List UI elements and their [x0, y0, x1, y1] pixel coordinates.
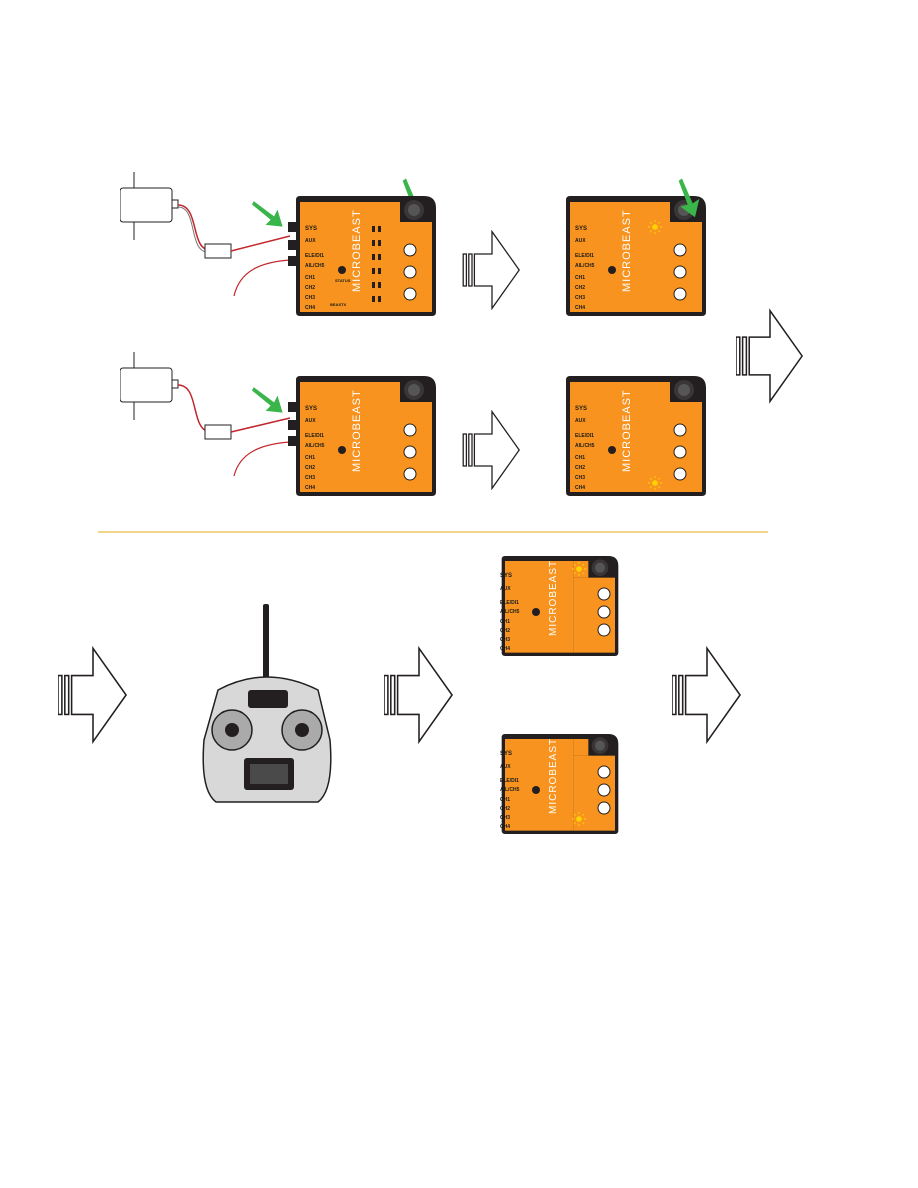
- svg-text:AUX: AUX: [575, 238, 586, 244]
- svg-text:CH1: CH1: [575, 455, 585, 461]
- svg-text:CH4: CH4: [305, 485, 315, 491]
- svg-text:AIL/CH5: AIL/CH5: [305, 263, 325, 269]
- svg-text:MICROBEAST: MICROBEAST: [548, 560, 559, 636]
- svg-text:AUX: AUX: [500, 764, 511, 770]
- svg-text:AUX: AUX: [305, 418, 316, 424]
- svg-text:CH4: CH4: [575, 485, 585, 491]
- svg-text:CH1: CH1: [305, 275, 315, 281]
- svg-text:AIL/CH5: AIL/CH5: [575, 443, 595, 449]
- pointer-top-connector: [252, 201, 283, 227]
- svg-text:CH3: CH3: [575, 475, 585, 481]
- pointer-middle-connector: [252, 387, 283, 413]
- microbeast-board-4: SYS AUX ELE/DI1 AIL/CH5 CH1 CH2 CH3 CH4 …: [566, 376, 706, 496]
- svg-text:CH4: CH4: [500, 824, 510, 830]
- svg-text:MICROBEAST: MICROBEAST: [351, 389, 363, 472]
- svg-text:SYS: SYS: [575, 406, 587, 412]
- svg-text:MICROBEAST: MICROBEAST: [548, 738, 559, 814]
- svg-text:CH3: CH3: [575, 295, 585, 301]
- svg-text:CH2: CH2: [500, 806, 510, 812]
- svg-text:STATUS: STATUS: [335, 278, 351, 283]
- svg-text:SYS: SYS: [500, 573, 512, 579]
- svg-text:ELE/DI1: ELE/DI1: [575, 253, 594, 259]
- svg-text:ELE/DI1: ELE/DI1: [305, 253, 324, 259]
- receiver-top: [120, 172, 291, 297]
- svg-text:CH1: CH1: [575, 275, 585, 281]
- svg-text:SYS: SYS: [500, 751, 512, 757]
- svg-text:CH1: CH1: [500, 619, 510, 625]
- svg-text:CH3: CH3: [500, 637, 510, 643]
- svg-text:MICROBEAST: MICROBEAST: [621, 209, 633, 292]
- right-arrow-icon-3: [58, 647, 128, 743]
- svg-text:BEASTX: BEASTX: [330, 302, 347, 307]
- svg-text:AIL/CH5: AIL/CH5: [305, 443, 325, 449]
- svg-text:SYS: SYS: [575, 226, 587, 232]
- svg-text:CH2: CH2: [575, 465, 585, 471]
- svg-text:CH1: CH1: [305, 455, 315, 461]
- svg-text:AIL/CH5: AIL/CH5: [500, 787, 520, 793]
- microbeast-board-6: SYS AUX ELE/DI1 AIL/CH5 CH1 CH2 CH3 CH4 …: [500, 734, 619, 834]
- svg-text:SYS: SYS: [305, 226, 317, 232]
- svg-text:CH3: CH3: [500, 815, 510, 821]
- svg-text:AUX: AUX: [500, 586, 511, 592]
- svg-text:CH3: CH3: [305, 295, 315, 301]
- right-arrow-icon-4: [384, 647, 454, 743]
- svg-text:MICROBEAST: MICROBEAST: [351, 209, 363, 292]
- right-arrow-icon: [462, 230, 520, 310]
- svg-text:MICROBEAST: MICROBEAST: [621, 389, 633, 472]
- svg-text:ELE/DI1: ELE/DI1: [500, 778, 519, 784]
- svg-text:CH1: CH1: [500, 797, 510, 803]
- svg-text:ELE/DI1: ELE/DI1: [575, 433, 594, 439]
- rc-transmitter-icon: [202, 604, 332, 803]
- svg-text:ELE/DI1: ELE/DI1: [500, 600, 519, 606]
- svg-text:CH3: CH3: [305, 475, 315, 481]
- svg-text:SYS: SYS: [305, 406, 317, 412]
- microbeast-board-3: SYS AUX ELE/DI1 AIL/CH5 CH1 CH2 CH3 CH4 …: [288, 376, 436, 496]
- receiver-middle: [120, 352, 291, 477]
- svg-text:CH2: CH2: [575, 285, 585, 291]
- svg-text:CH2: CH2: [305, 285, 315, 291]
- microbeast-board-2: SYS AUX ELE/DI1 AIL/CH5 CH1 CH2 CH3 CH4 …: [566, 196, 706, 316]
- svg-text:CH2: CH2: [305, 465, 315, 471]
- microbeast-board-1: SYS AUX ELE/DI1 AIL/CH5 CH1 CH2 CH3 CH4 …: [288, 196, 436, 316]
- svg-text:CH2: CH2: [500, 628, 510, 634]
- svg-text:CH4: CH4: [305, 305, 315, 311]
- right-arrow-icon-5: [672, 647, 742, 743]
- svg-text:AUX: AUX: [305, 238, 316, 244]
- microbeast-board-5: SYS AUX ELE/DI1 AIL/CH5 CH1 CH2 CH3 CH4 …: [500, 556, 619, 656]
- svg-text:CH4: CH4: [500, 646, 510, 652]
- svg-text:AIL/CH5: AIL/CH5: [500, 609, 520, 615]
- svg-text:AIL/CH5: AIL/CH5: [575, 263, 595, 269]
- right-arrow-icon-2: [462, 410, 520, 490]
- svg-text:ELE/DI1: ELE/DI1: [305, 433, 324, 439]
- right-arrow-icon-large: [736, 309, 804, 403]
- svg-text:CH4: CH4: [575, 305, 585, 311]
- svg-text:AUX: AUX: [575, 418, 586, 424]
